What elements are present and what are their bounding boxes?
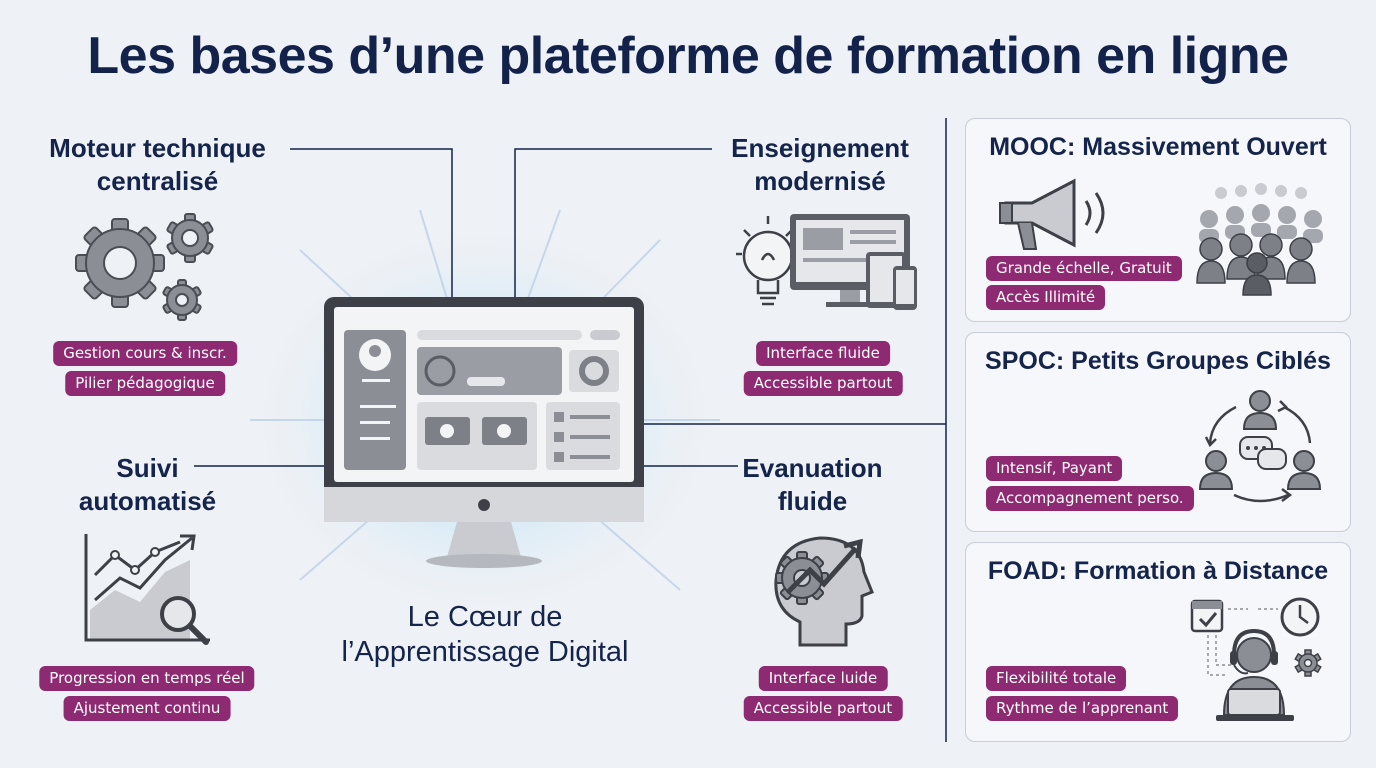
card-mooc-title: MOOC: Massivement Ouvert [989, 133, 1327, 161]
monitor-icon [324, 297, 644, 568]
tag-suivi-1: Progression en temps réel [39, 666, 255, 691]
tag-suivi-2: Ajustement continu [63, 696, 231, 721]
connector-enseignement [514, 148, 712, 298]
remote-learner-icon [1190, 597, 1322, 721]
center-caption: Le Cœur de l’Apprentissage Digital [300, 600, 670, 670]
center-caption-line1: Le Cœur de [407, 601, 563, 633]
megaphone-icon [999, 178, 1105, 250]
feature-moteur-line1: Moteur technique [49, 133, 266, 163]
tag-mooc-2: Accès Illimité [986, 285, 1106, 310]
tag-moteur-1: Gestion cours & inscr. [53, 341, 237, 366]
feature-moteur-heading: Moteur technique centralisé [20, 132, 295, 198]
tag-moteur-2: Pilier pédagogique [65, 371, 225, 396]
feature-enseignement-heading: Enseignement modernisé [700, 132, 940, 198]
card-mooc: MOOC: Massivement Ouvert Grande échelle,… [965, 118, 1351, 322]
feature-suivi-heading: Suivi automatisé [30, 452, 265, 518]
card-spoc-title: SPOC: Petits Groupes Ciblés [985, 347, 1331, 375]
feature-enseignement-line1: Enseignement [731, 133, 909, 163]
card-foad-title: FOAD: Formation à Distance [987, 557, 1329, 585]
feature-suivi-line1: Suivi [116, 453, 179, 483]
head-gear-icon [774, 536, 874, 647]
connector-moteur [290, 148, 453, 298]
group-cycle-icon [1198, 390, 1322, 503]
tag-foad-1: Flexibilité totale [986, 666, 1127, 691]
page-title: Les bases d’une plateforme de formation … [87, 27, 1289, 85]
growth-chart-icon [84, 534, 210, 645]
feature-suivi-line2: automatisé [78, 486, 217, 516]
feature-evaluation-heading: Evanuation fluide [720, 452, 905, 518]
feature-enseignement-line2: modernisé [754, 166, 886, 196]
tag-enseignement-1: Interface fluide [756, 341, 890, 366]
tag-evaluation-2: Accessible partout [743, 696, 903, 721]
lightbulb-devices-icon [736, 214, 917, 310]
card-spoc: SPOC: Petits Groupes Ciblés Intensif, Pa… [965, 332, 1351, 532]
tag-spoc-2: Accompagnement perso. [986, 486, 1194, 511]
tag-foad-2: Rythme de l’apprenant [986, 696, 1179, 721]
tag-mooc-1: Grande échelle, Gratuit [986, 256, 1182, 281]
tag-enseignement-2: Accessible partout [743, 371, 903, 396]
feature-evaluation-line1: Evanuation [742, 453, 883, 483]
tag-evaluation-1: Interface luide [758, 666, 888, 691]
crowd-icon [1196, 183, 1323, 296]
card-foad: FOAD: Formation à Distance Flexibilité t… [965, 542, 1351, 742]
gears-icon [75, 213, 214, 321]
tag-spoc-1: Intensif, Payant [986, 456, 1123, 481]
feature-moteur-line2: centralisé [96, 166, 219, 196]
feature-evaluation-line2: fluide [777, 486, 848, 516]
center-caption-line2: l’Apprentissage Digital [341, 636, 629, 668]
